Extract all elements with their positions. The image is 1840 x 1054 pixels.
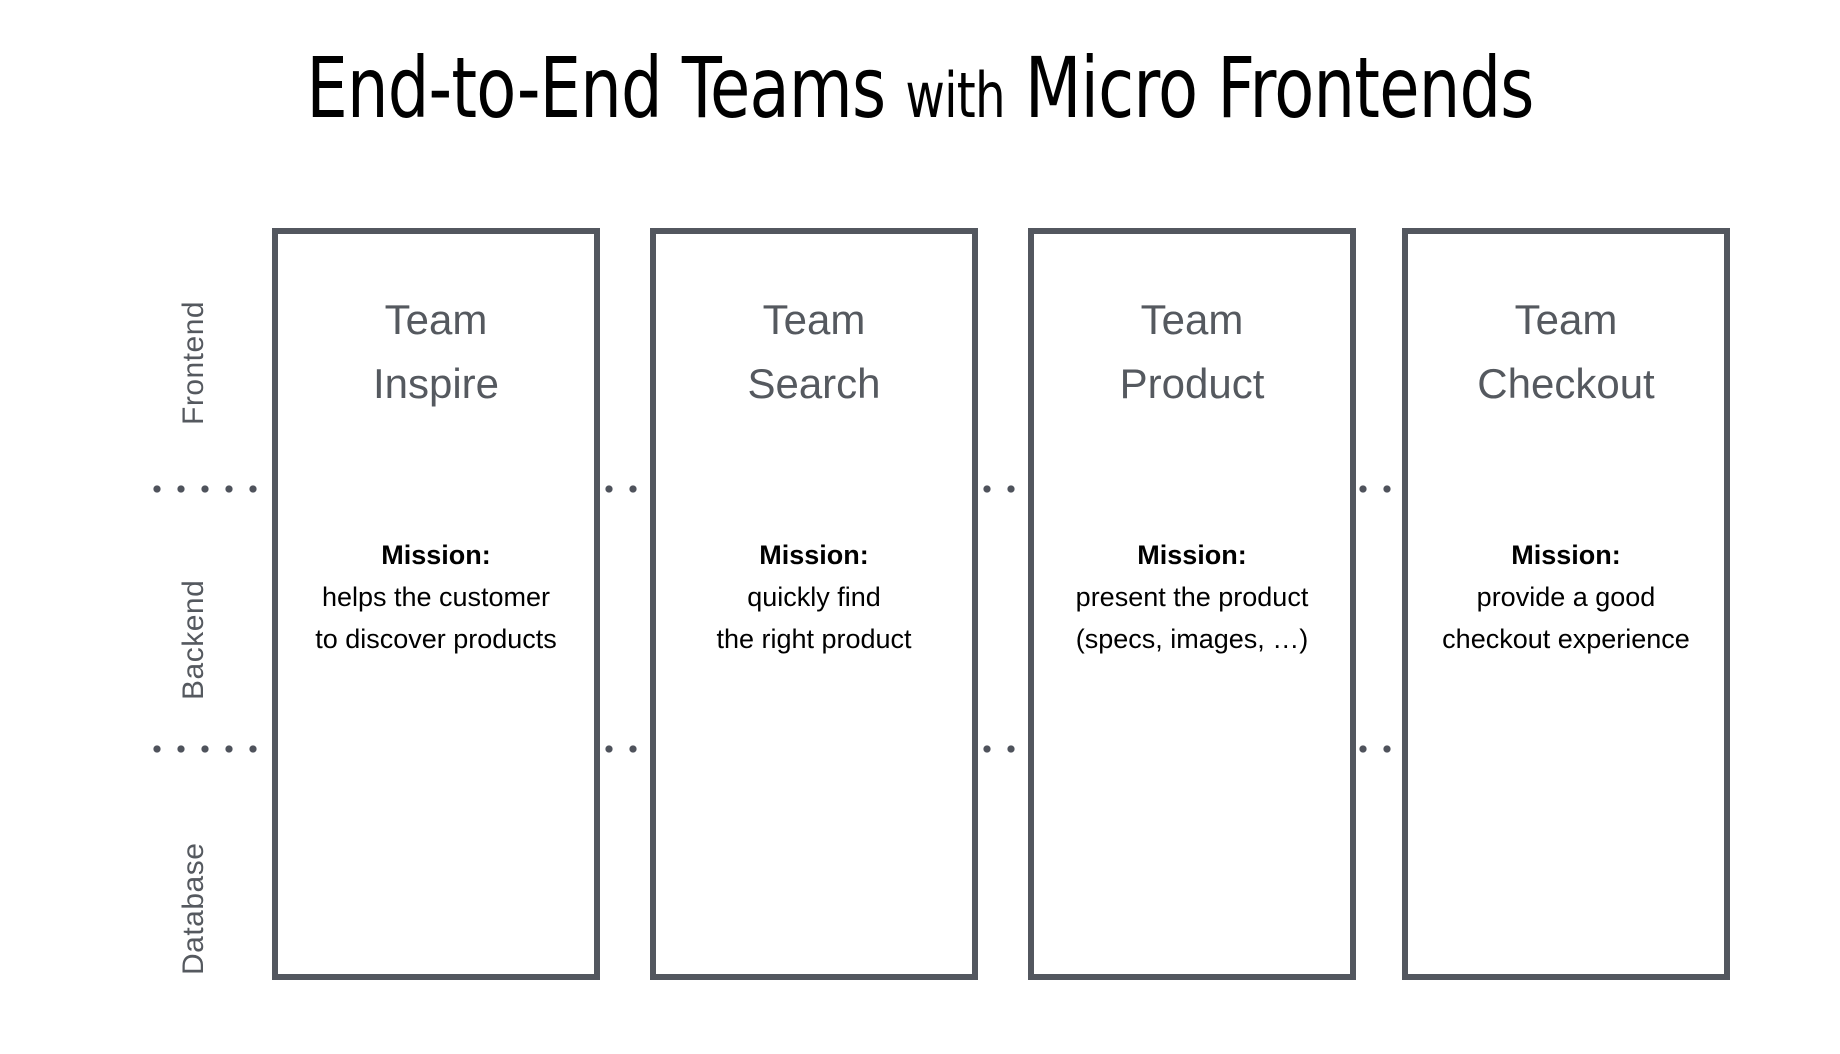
mission-heading: Mission: xyxy=(381,540,491,570)
title-part-1: End-to-End Teams xyxy=(306,39,886,137)
divider-dash-segment xyxy=(152,484,272,494)
team-mission: Mission: provide a good checkout experie… xyxy=(1386,534,1746,660)
team-title: Team Checkout xyxy=(1408,288,1724,416)
team-mission: Mission: present the product (specs, ima… xyxy=(1012,534,1372,660)
team-title-line-1: Team xyxy=(384,296,488,343)
divider-dash-segment xyxy=(982,484,1028,494)
mission-line-1: present the product xyxy=(1075,582,1309,612)
mission-heading: Mission: xyxy=(759,540,869,570)
team-column-inspire[interactable]: Team Inspire Mission: helps the customer… xyxy=(272,228,600,980)
team-title-line-1: Team xyxy=(762,296,866,343)
layer-divider-frontend-backend xyxy=(0,484,1840,494)
team-title-line-1: Team xyxy=(1140,296,1244,343)
team-column-product[interactable]: Team Product Mission: present the produc… xyxy=(1028,228,1356,980)
mission-line-1: helps the customer xyxy=(321,582,551,612)
team-title-line-2: Checkout xyxy=(1477,360,1655,407)
team-mission: Mission: helps the customer to discover … xyxy=(256,534,616,660)
mission-line-2: checkout experience xyxy=(1442,624,1690,654)
team-column-search[interactable]: Team Search Mission: quickly find the ri… xyxy=(650,228,978,980)
mission-heading: Mission: xyxy=(1137,540,1247,570)
mission-heading: Mission: xyxy=(1511,540,1621,570)
layer-label-frontend: Frontend xyxy=(177,300,210,425)
team-title-line-2: Product xyxy=(1119,360,1265,407)
mission-line-2: to discover products xyxy=(315,624,557,654)
team-title-line-1: Team xyxy=(1514,296,1618,343)
mission-line-1: quickly find xyxy=(747,582,881,612)
layer-divider-backend-database xyxy=(0,744,1840,754)
mission-line-2: the right product xyxy=(716,624,912,654)
mission-line-1: provide a good xyxy=(1476,582,1656,612)
title-part-3: Micro Frontends xyxy=(1024,39,1535,137)
divider-dash-segment xyxy=(604,484,650,494)
team-title-line-2: Inspire xyxy=(372,360,500,407)
divider-dash-segment xyxy=(1358,484,1402,494)
team-title-line-2: Search xyxy=(747,360,881,407)
divider-dash-segment xyxy=(604,744,650,754)
page-title: End-to-End Teams with Micro Frontends xyxy=(202,42,1637,142)
layer-label-database: Database xyxy=(177,842,210,975)
team-title: Team Product xyxy=(1034,288,1350,416)
team-title: Team Search xyxy=(656,288,972,416)
mission-line-2: (specs, images, …) xyxy=(1075,624,1309,654)
team-mission: Mission: quickly find the right product xyxy=(634,534,994,660)
team-title: Team Inspire xyxy=(278,288,594,416)
team-column-checkout[interactable]: Team Checkout Mission: provide a good ch… xyxy=(1402,228,1730,980)
title-part-2: with xyxy=(905,59,1005,132)
divider-dash-segment xyxy=(1358,744,1402,754)
divider-dash-segment xyxy=(152,744,272,754)
divider-dash-segment xyxy=(982,744,1028,754)
layer-label-backend: Backend xyxy=(177,579,210,700)
